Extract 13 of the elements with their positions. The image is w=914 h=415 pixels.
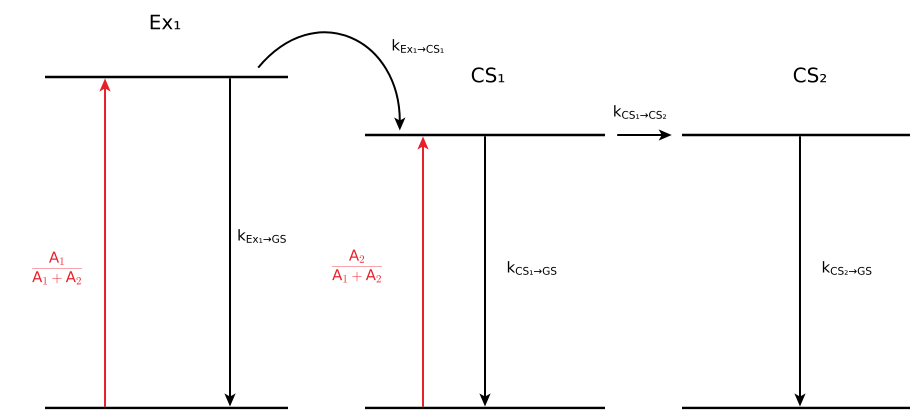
state-label: CS₂ (794, 67, 826, 83)
energy-level-line (365, 406, 605, 410)
edge-label: k$_{CS₁→CS₂}$ (614, 105, 666, 119)
edge-label: k$_{CS₁→GS}$ (508, 261, 556, 275)
edge-label: k$_{Ex₁→CS₁}$ (392, 39, 444, 53)
edge-label: k$_{CS₂→GS}$ (822, 261, 872, 275)
edge-label: $\frac{\mathrm{A}_1}{\mathrm{A}_1+\mathrm{A}_2}$ (32, 252, 82, 284)
state-label: Ex₁ (150, 14, 180, 30)
edge-label: $\frac{\mathrm{A}_2}{\mathrm{A}_1+\mathrm{A}_2}$ (332, 250, 382, 282)
state-label: CS₁ (472, 67, 504, 83)
energy-level-line (682, 406, 910, 410)
edge-label: k$_{Ex₁→GS}$ (238, 229, 286, 243)
energy-level-line (45, 406, 288, 410)
